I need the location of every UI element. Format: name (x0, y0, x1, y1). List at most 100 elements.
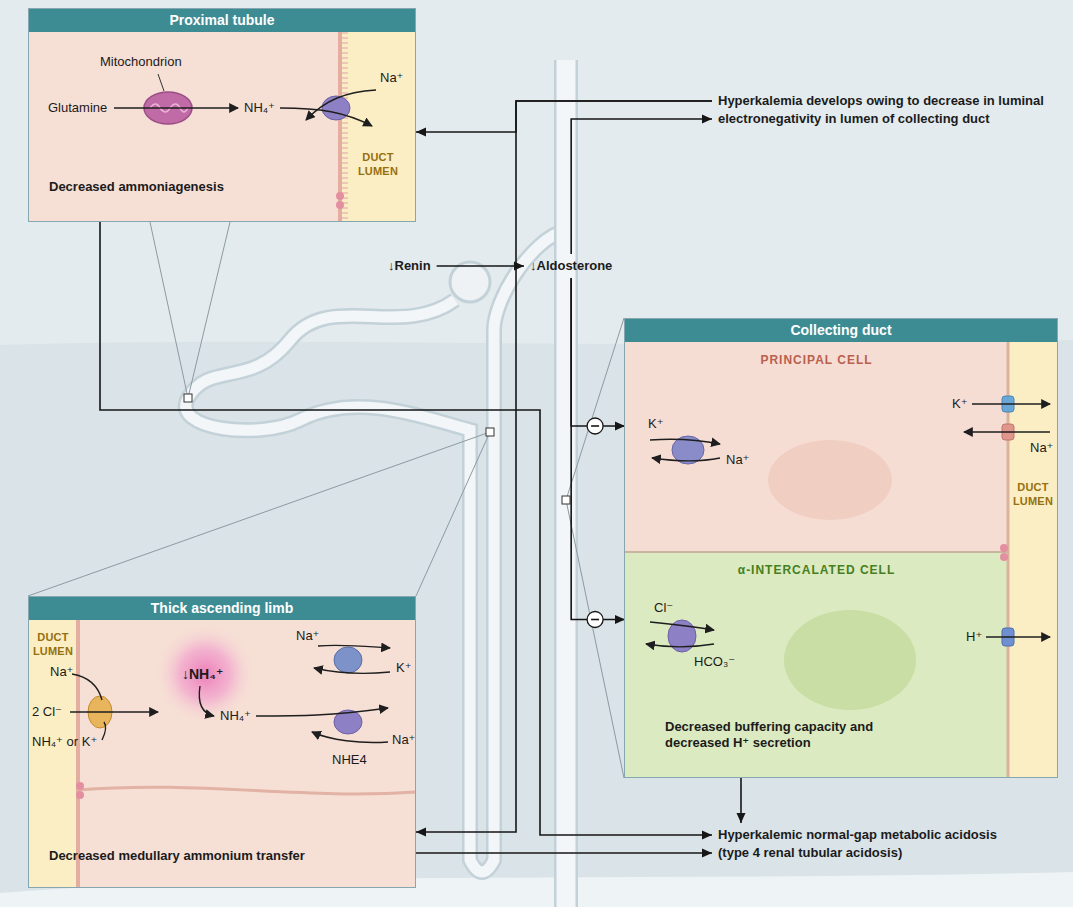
flux-arrow (652, 458, 720, 461)
flux-arrow (650, 439, 720, 444)
header-bar (624, 318, 1058, 342)
lumen-fill (340, 32, 416, 222)
connector-arrow (571, 278, 625, 628)
tight-junction (336, 201, 344, 209)
leader-line (158, 74, 164, 91)
callout-square (562, 496, 570, 504)
panel-heading: Collecting duct (625, 319, 1057, 342)
connector-arrow (416, 849, 712, 858)
panel-heading: Proximal tubule (29, 9, 415, 32)
cell-boundary (624, 551, 1008, 553)
flux-arrow (306, 90, 376, 120)
ion-label: K⁺ (952, 396, 968, 412)
minus-sign (591, 425, 599, 427)
lumen-label: DUCT LUMEN (30, 630, 76, 658)
cell-fill (28, 8, 416, 222)
ion-label: NH₄⁺ (220, 708, 251, 724)
leader-line (416, 432, 490, 596)
substrate-label: Glutamine (48, 100, 107, 116)
arrowhead (702, 831, 712, 840)
panel-note: Decreased ammoniagenesis (49, 179, 349, 195)
ion-label: K⁺ (396, 660, 412, 676)
flux-arrow (70, 711, 158, 712)
ion-label: K⁺ (648, 416, 664, 432)
panel-heading: Thick ascending limb (29, 597, 415, 620)
ion-label: Na⁺ (1030, 440, 1053, 456)
ion-label: Na⁺ (296, 628, 319, 644)
connector-line (571, 119, 712, 254)
tight-junction (76, 782, 84, 790)
lumen-fill (1008, 342, 1058, 778)
cell-heading: α-INTERCALATED CELL (625, 562, 1008, 578)
connector-line (100, 222, 712, 835)
connector-line (571, 278, 625, 620)
header-bar (28, 8, 416, 32)
arrowhead (702, 849, 712, 858)
pump-symbol (334, 647, 362, 673)
tight-junction (1000, 553, 1008, 561)
leader-line (566, 318, 624, 500)
tight-junction (76, 791, 84, 799)
cell-box: α-INTERCALATED CELLDecreased buffering c… (625, 552, 1008, 777)
connector-line (416, 101, 712, 132)
nucleus (784, 610, 916, 710)
leader-line (566, 500, 624, 778)
connector-line (571, 278, 625, 426)
connector-arrow (737, 777, 746, 823)
transporter-label: NHE4 (332, 752, 367, 768)
flux-arrow (646, 644, 714, 647)
cell-fill (28, 596, 416, 888)
lumen-label: DUCT LUMEN (1010, 480, 1056, 508)
effect-text: Hyperkalemia develops owing to decrease … (718, 92, 1058, 128)
tight-junction (1000, 544, 1008, 552)
ion-label: Na⁺ (380, 70, 403, 86)
connector-arrow (437, 262, 524, 271)
ion-label: H⁺ (966, 629, 982, 645)
leader-line (188, 222, 230, 398)
arrowhead (514, 262, 524, 271)
minus-sign (591, 619, 599, 621)
flux-line (102, 722, 106, 740)
thick-ascending-limb-art (28, 596, 416, 888)
flux-arrow (199, 686, 214, 716)
hormone-text: ↓Renin (388, 257, 431, 275)
ion-label: ↓NH₄⁺ (182, 666, 223, 682)
flux-line (72, 674, 102, 700)
arrowhead (416, 128, 426, 137)
text-node: Hyperkalemia develops owing to decrease … (718, 92, 1058, 128)
ion-label: NH₄⁺ (244, 100, 275, 116)
callout-square (184, 394, 192, 402)
cell-box: PRINCIPAL CELL (625, 342, 1008, 552)
flux-arrow (972, 403, 1050, 404)
outcome-text: Hyperkalemic normal-gap metabolic acidos… (718, 826, 1018, 862)
exchanger-symbol (322, 96, 350, 120)
collecting-duct-tube (557, 60, 576, 907)
lumen-label: DUCT LUMEN (350, 150, 406, 178)
flux-arrow (650, 622, 714, 630)
ion-label: Na⁺ (726, 452, 749, 468)
cell-boundary (78, 787, 416, 794)
panel-note: Decreased medullary ammonium transfer (49, 848, 409, 864)
ion-label: Na⁺ (50, 664, 73, 680)
flux-arrow (256, 708, 388, 716)
ion-label: 2 Cl⁻ (32, 704, 62, 720)
ion-label: Cl⁻ (654, 600, 673, 616)
leader-line (150, 222, 188, 398)
hormone-text: ↓Aldosterone (530, 257, 612, 275)
text-node: Hyperkalemic normal-gap metabolic acidos… (718, 826, 1018, 862)
apical-membrane (76, 620, 80, 888)
leader-line (28, 432, 490, 596)
ion-label: NH₄⁺ or K⁺ (32, 734, 97, 750)
flux-arrow (986, 636, 1050, 637)
ion-label: Na⁺ (392, 732, 415, 748)
inhibition-symbol (587, 418, 603, 434)
nucleus (768, 440, 892, 520)
connector-arrow (571, 278, 625, 434)
callout-square (486, 428, 494, 436)
text-node: ↓Renin (388, 257, 431, 275)
